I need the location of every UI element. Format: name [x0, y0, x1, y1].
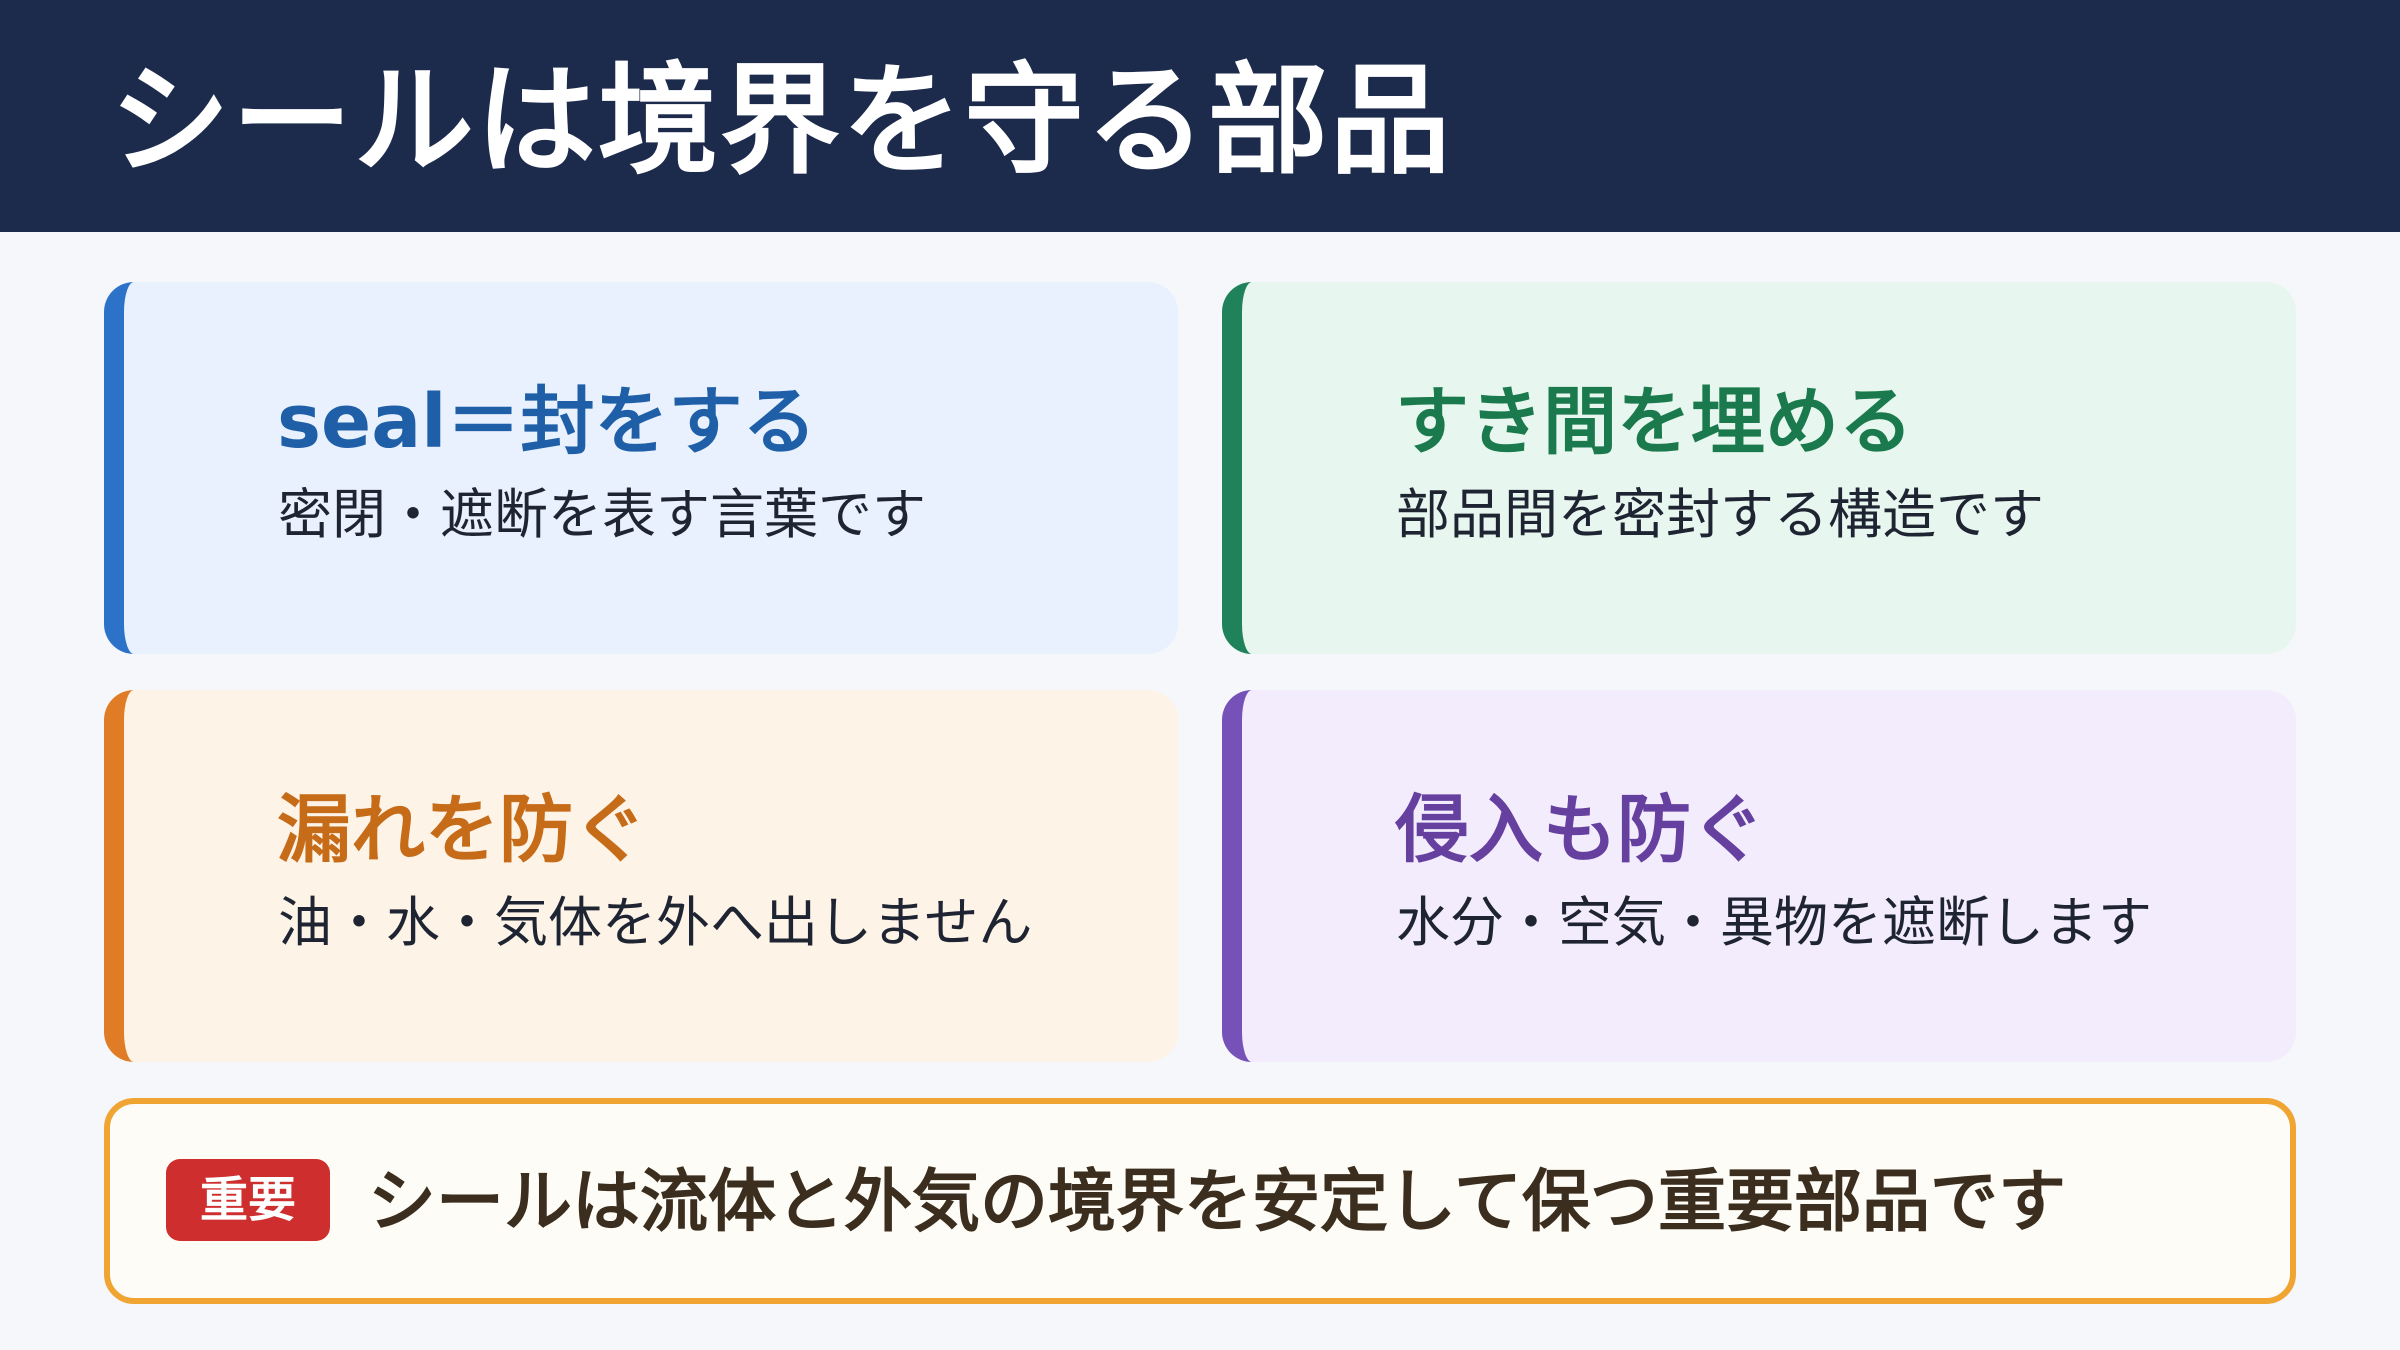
card-description: 密閉・遮断を表す言葉です	[278, 483, 926, 546]
card-prevent-entry: 侵入も防ぐ 水分・空気・異物を遮断します	[1222, 690, 2296, 1062]
banner-text: シールは流体と外気の境界を安定して保つ重要部品です	[368, 1163, 2066, 1242]
card-title: seal＝封をする	[277, 379, 817, 465]
card-description: 部品間を密封する構造です	[1396, 483, 2044, 546]
card-description: 水分・空気・異物を遮断します	[1396, 891, 2152, 954]
card-prevent-leak: 漏れを防ぐ 油・水・気体を外へ出しません	[104, 690, 1178, 1062]
card-fill-gap: すき間を埋める 部品間を密封する構造です	[1222, 282, 2296, 654]
important-badge: 重要	[166, 1159, 330, 1241]
important-banner: 重要 シールは流体と外気の境界を安定して保つ重要部品です	[104, 1098, 2296, 1304]
page-title: シールは境界を守る部品	[110, 52, 1452, 191]
card-title: 漏れを防ぐ	[277, 787, 647, 873]
card-description: 油・水・気体を外へ出しません	[278, 891, 1033, 954]
card-title: 侵入も防ぐ	[1395, 787, 1765, 873]
header-bar: シールは境界を守る部品	[0, 0, 2400, 232]
card-seal: seal＝封をする 密閉・遮断を表す言葉です	[104, 282, 1178, 654]
card-title: すき間を埋める	[1395, 379, 1913, 465]
